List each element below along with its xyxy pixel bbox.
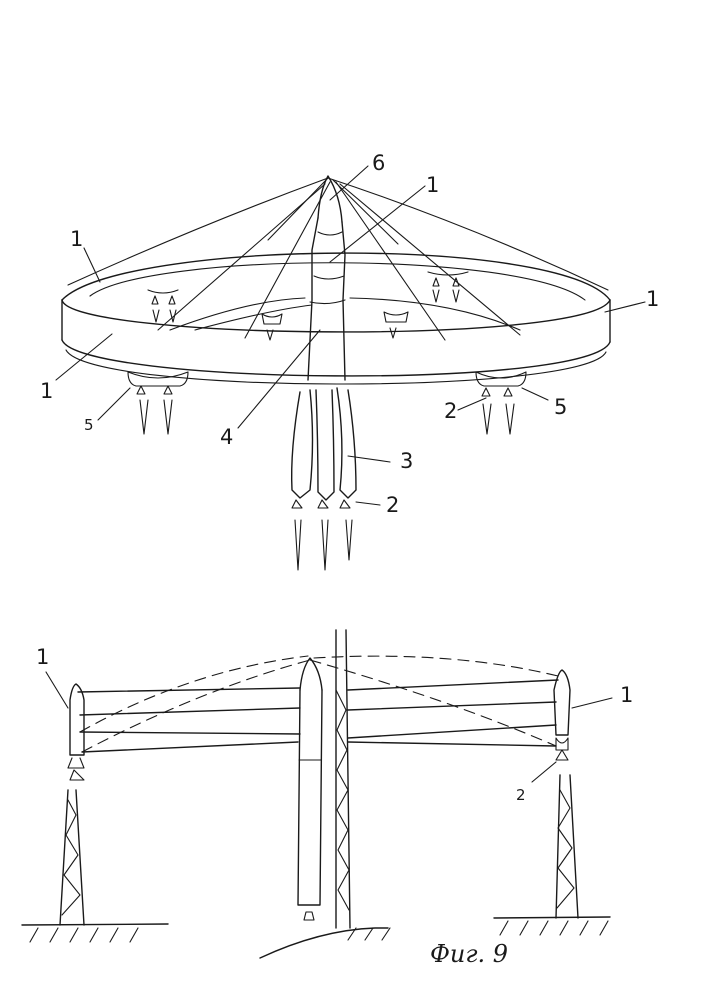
right-tower	[556, 775, 578, 918]
ground	[22, 917, 610, 958]
label-nose: 6	[372, 151, 385, 175]
label-engine-pod-left: 5	[84, 416, 94, 434]
leader-lines	[56, 166, 645, 505]
label-left-module: 1	[36, 645, 49, 669]
central-rocket	[308, 176, 345, 380]
tower-rocket	[298, 658, 322, 920]
label-boosters: 3	[400, 449, 413, 473]
boosters	[292, 388, 356, 570]
central-tower	[336, 630, 350, 928]
label-ring-left-front: 1	[40, 379, 53, 403]
ring-module	[62, 253, 610, 384]
label-central-stage: 1	[426, 173, 439, 197]
label-ring-left-top: 1	[70, 227, 83, 251]
label-right-engine: 2	[516, 786, 526, 804]
figure-caption: Фиг. 9	[430, 940, 508, 968]
bottom-view: 1 1 2	[22, 630, 633, 958]
engine-pods	[128, 372, 526, 434]
label-core-stage: 4	[220, 425, 233, 449]
top-view: 6 1 1 1 1 4 3 2 5 5 2	[40, 151, 659, 570]
label-engine-bottom: 2	[386, 493, 399, 517]
left-tower	[60, 790, 84, 925]
label-right-module: 1	[620, 683, 633, 707]
label-ring-right: 1	[646, 287, 659, 311]
label-engine-right: 2	[444, 399, 457, 423]
ring-beams	[78, 680, 558, 752]
right-module	[554, 670, 570, 760]
label-engine-pod-right: 5	[554, 395, 567, 419]
support-cables	[68, 178, 608, 340]
